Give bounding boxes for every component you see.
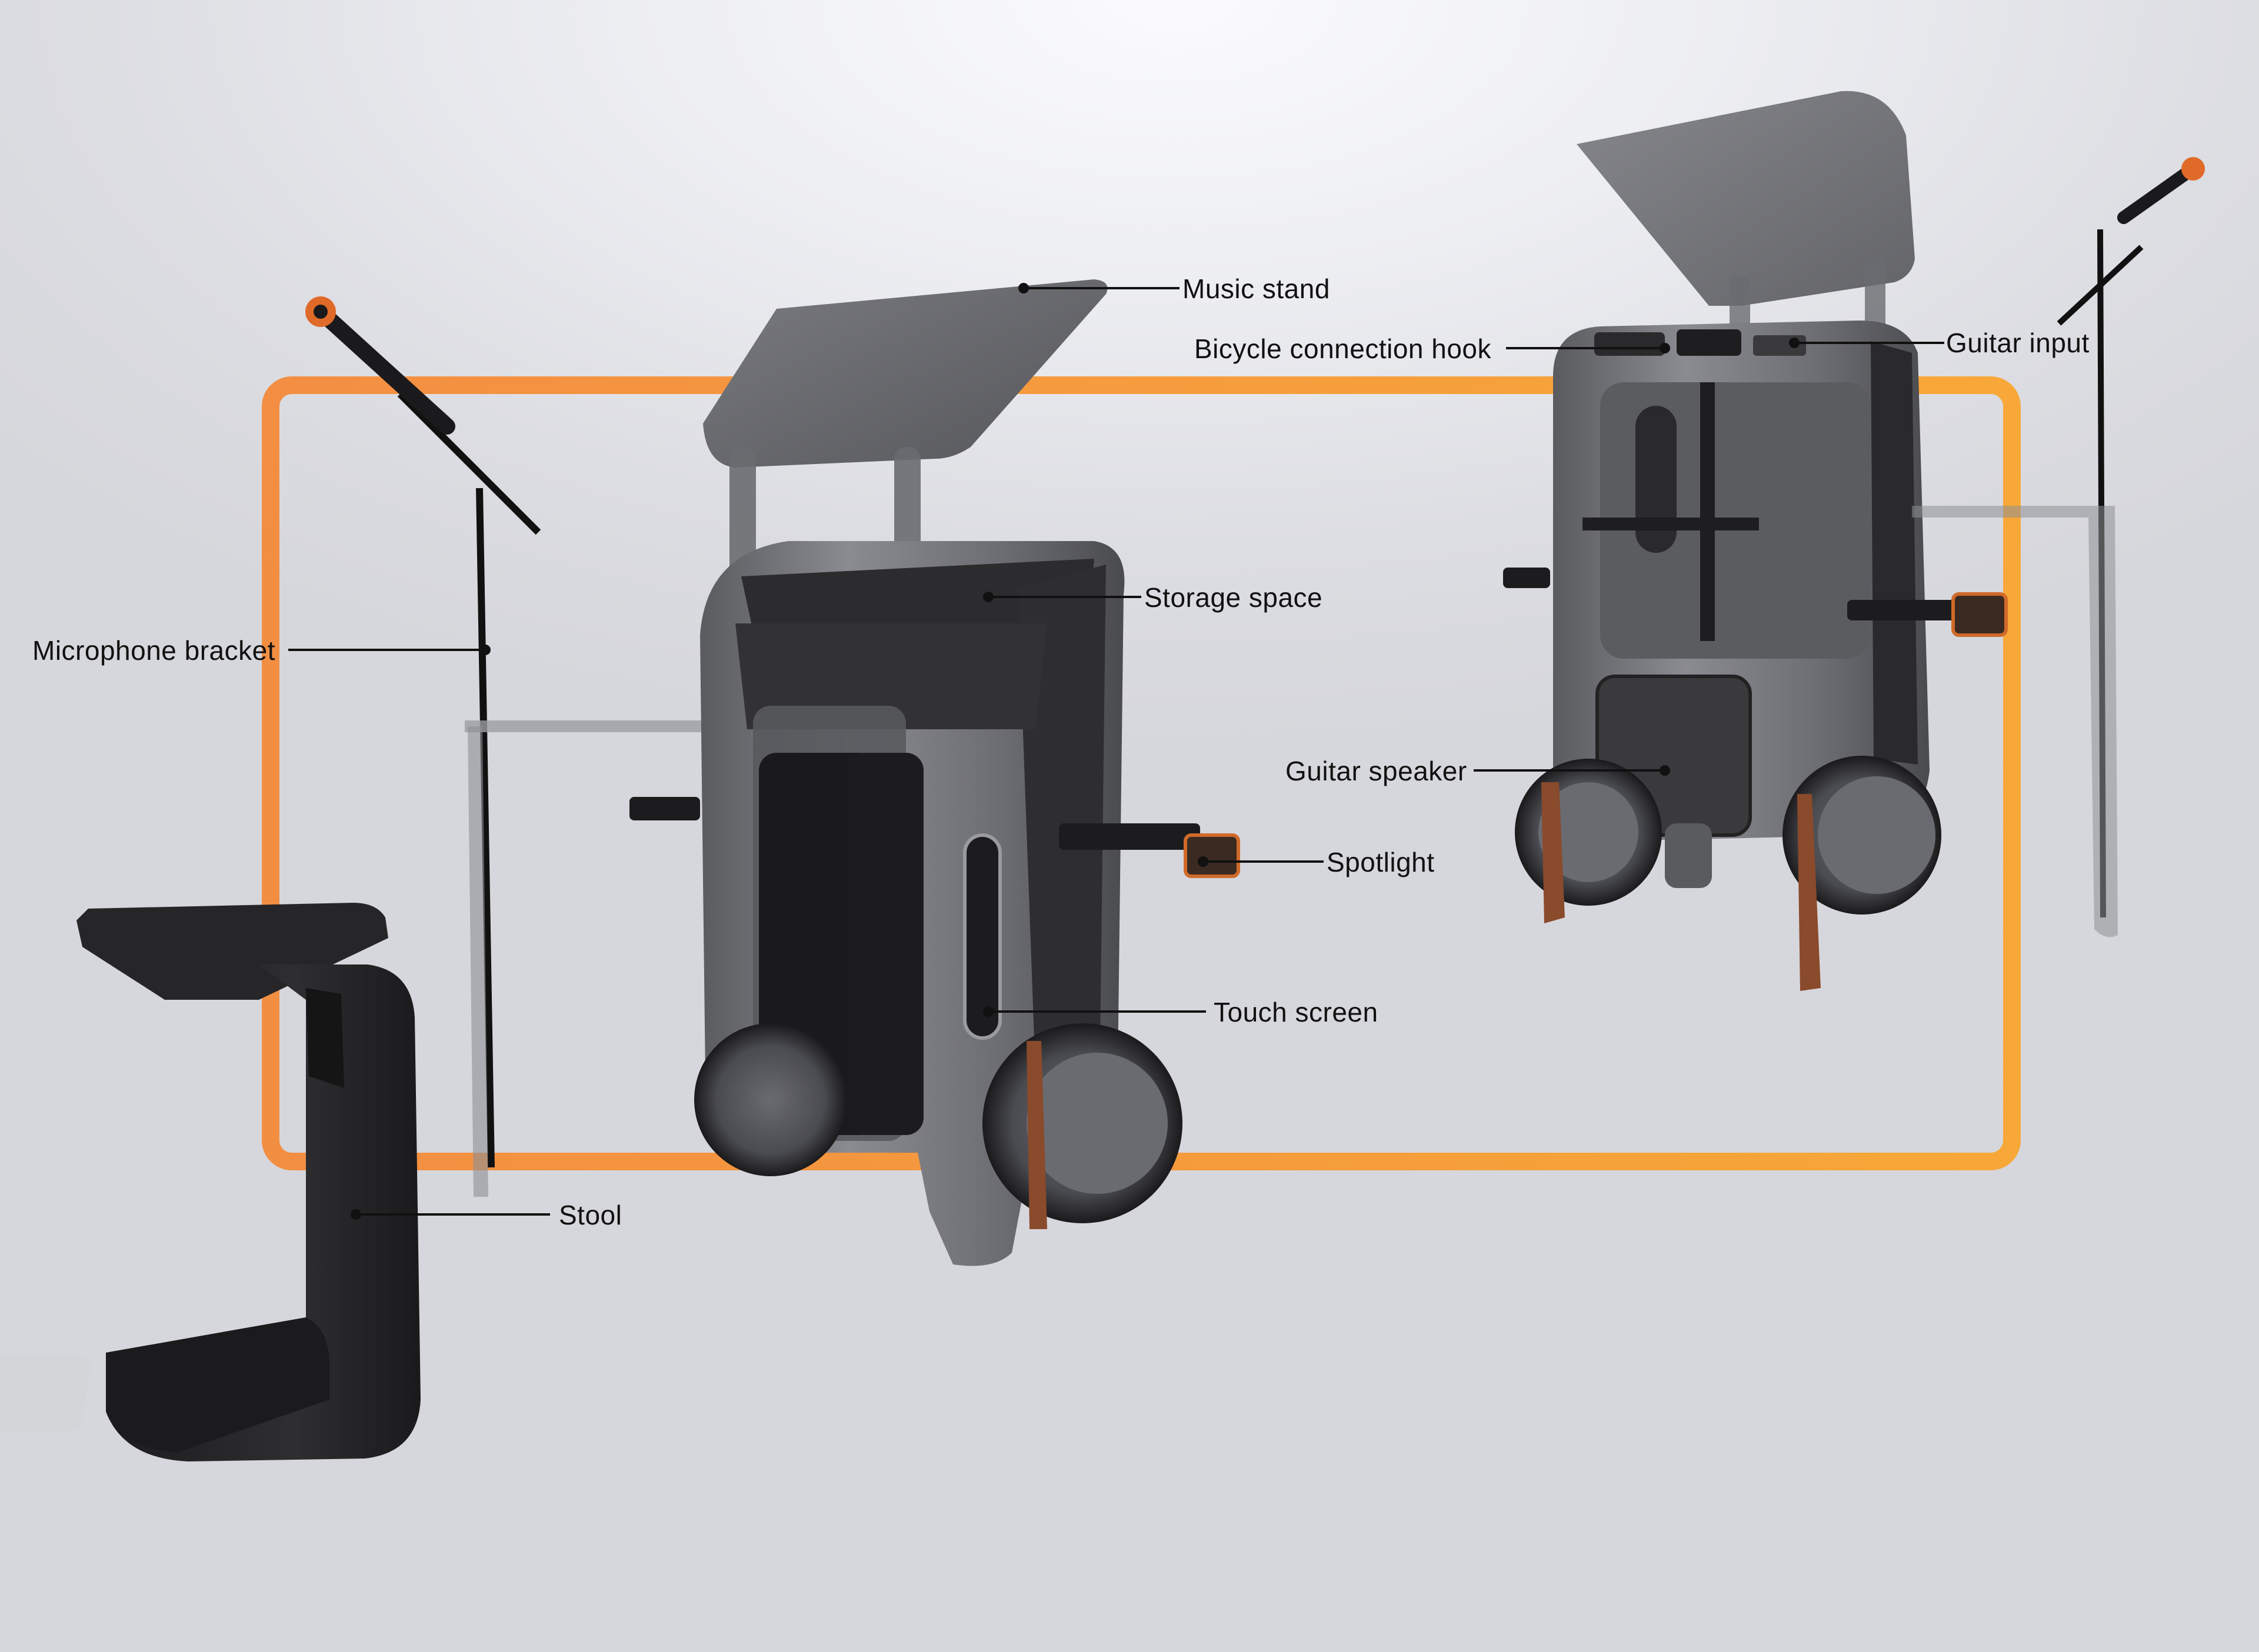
callout-stool: Stool	[559, 1200, 622, 1230]
callout-touch-screen: Touch screen	[1214, 997, 1378, 1027]
left-mic-stand	[305, 296, 712, 1197]
callout-microphone-bracket: Microphone bracket	[32, 635, 275, 666]
spotlight-icon	[1184, 833, 1240, 878]
callout-bicycle-connection-hook: Bicycle connection hook	[1194, 333, 1492, 364]
callout-lines	[288, 283, 1944, 1220]
rear-spotlight	[1951, 592, 2008, 637]
rear-music-stand	[1577, 91, 1915, 306]
microphone-icon	[309, 301, 455, 435]
bicycle-connection-hook-part	[1594, 332, 1665, 356]
rear-view-unit	[1503, 91, 2205, 991]
front-view-unit	[629, 279, 1240, 1266]
music-stand-part	[703, 279, 1108, 468]
callout-spotlight: Spotlight	[1327, 847, 1435, 877]
callout-guitar-input: Guitar input	[1946, 328, 2090, 358]
touch-screen-part	[963, 833, 1002, 1040]
storage-space-part	[735, 623, 1047, 729]
stool	[0, 903, 421, 1461]
callout-guitar-speaker: Guitar speaker	[1285, 756, 1467, 786]
callout-storage-space: Storage space	[1144, 582, 1323, 613]
callout-music-stand: Music stand	[1182, 273, 1330, 304]
microphone-icon	[2117, 161, 2201, 224]
